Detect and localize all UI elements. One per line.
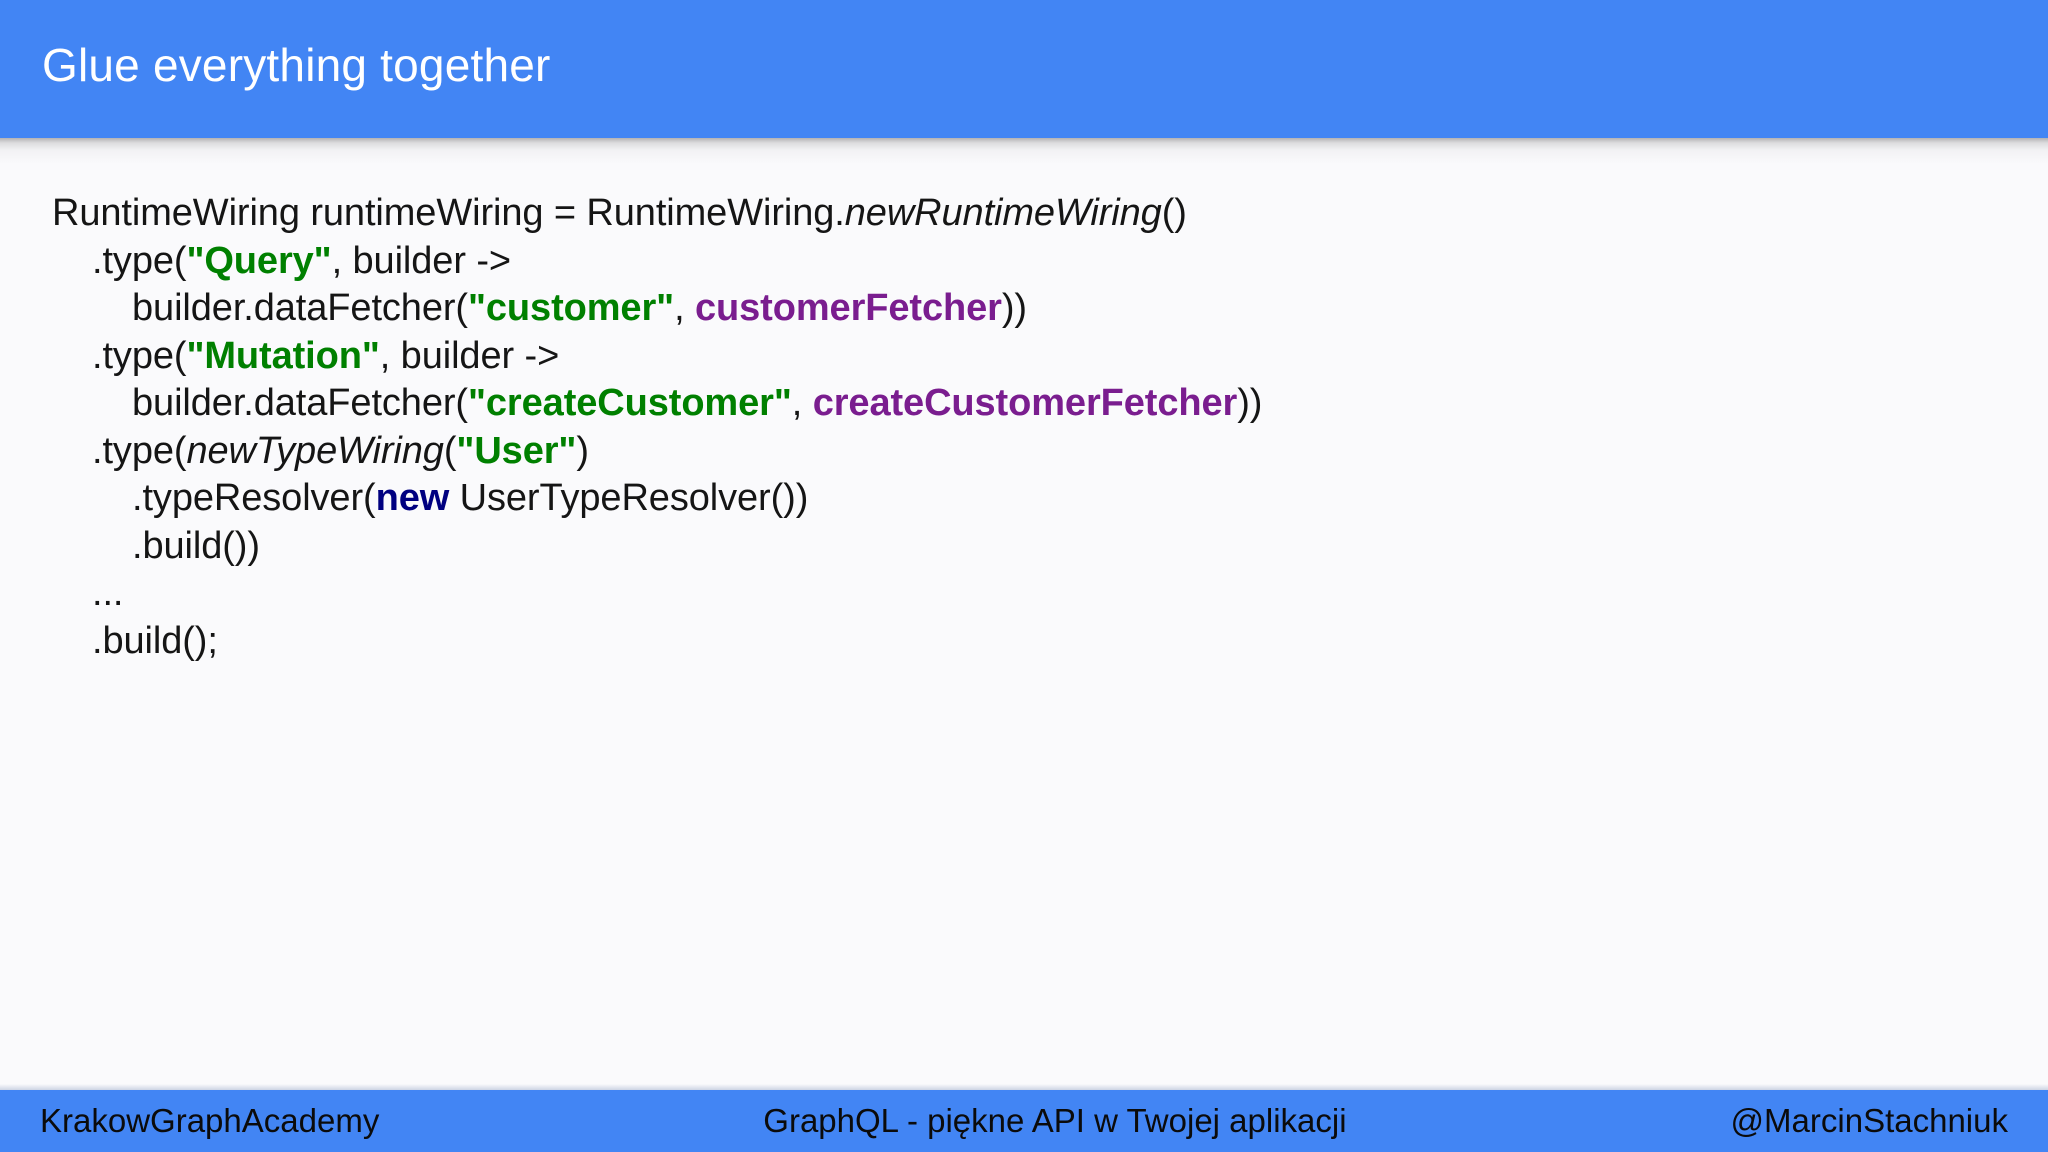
code-token-method: newTypeWiring <box>186 429 444 472</box>
code-token-keyword: new <box>375 477 450 519</box>
code-token-plain: RuntimeWiring runtimeWiring = RuntimeWir… <box>52 192 845 234</box>
code-token-plain: () <box>1161 192 1187 234</box>
code-token-field: customerFetcher <box>695 287 1002 329</box>
code-line: builder.dataFetcher("customer", customer… <box>52 285 2048 333</box>
code-line: ... <box>52 570 2048 618</box>
code-token-plain: .build(); <box>92 619 218 662</box>
code-line: builder.dataFetcher("createCustomer", cr… <box>52 380 2048 428</box>
footer-organizer: KrakowGraphAcademy <box>40 1102 380 1139</box>
code-token-field: createCustomerFetcher <box>812 382 1238 424</box>
code-line: .typeResolver(new UserTypeResolver()) <box>52 475 2048 523</box>
header-shadow <box>0 138 2048 164</box>
code-block: RuntimeWiring runtimeWiring = RuntimeWir… <box>0 190 2048 665</box>
code-line: .build()) <box>52 523 2048 571</box>
code-line: .type("Query", builder -> <box>52 238 2048 286</box>
code-token-plain: builder.dataFetcher( <box>132 287 468 329</box>
code-token-string: "createCustomer" <box>467 382 792 424</box>
code-area: RuntimeWiring runtimeWiring = RuntimeWir… <box>0 190 2048 665</box>
code-line: .build(); <box>52 618 2048 666</box>
code-token-plain: )) <box>1001 287 1027 329</box>
page-title: Glue everything together <box>42 39 551 91</box>
footer-speaker-handle: @MarcinStachniuk <box>1730 1102 2008 1139</box>
code-token-string: "Mutation" <box>186 334 380 377</box>
code-token-string: "customer" <box>467 287 675 329</box>
code-token-plain: .typeResolver( <box>132 477 376 519</box>
code-line: .type(newTypeWiring("User") <box>52 428 2048 476</box>
code-line: .type("Mutation", builder -> <box>52 333 2048 381</box>
code-token-plain: , builder -> <box>331 239 512 282</box>
code-token-plain: .type( <box>92 334 187 377</box>
code-token-method: newRuntimeWiring <box>844 192 1162 234</box>
code-token-string: "User" <box>456 429 577 472</box>
code-token-plain: )) <box>1237 382 1263 424</box>
code-token-plain: builder.dataFetcher( <box>132 382 468 424</box>
code-token-plain: ) <box>576 429 589 472</box>
code-token-string: "Query" <box>186 239 332 282</box>
code-token-plain: , <box>674 287 695 329</box>
slide-header: Glue everything together <box>0 0 2048 138</box>
code-token-plain: , <box>791 382 813 424</box>
code-token-plain: , builder -> <box>379 334 560 377</box>
code-token-plain: ( <box>443 429 457 472</box>
code-line: RuntimeWiring runtimeWiring = RuntimeWir… <box>52 190 2048 238</box>
slide-footer: KrakowGraphAcademy GraphQL - piękne API … <box>0 1090 2048 1152</box>
code-token-plain: ... <box>92 572 124 614</box>
code-token-plain: .type( <box>92 239 187 282</box>
code-token-plain: .type( <box>92 429 187 472</box>
code-token-plain: UserTypeResolver()) <box>449 477 809 519</box>
footer-talk-title: GraphQL - piękne API w Twojej aplikacji <box>763 1102 1347 1139</box>
code-token-plain: .build()) <box>132 524 260 567</box>
